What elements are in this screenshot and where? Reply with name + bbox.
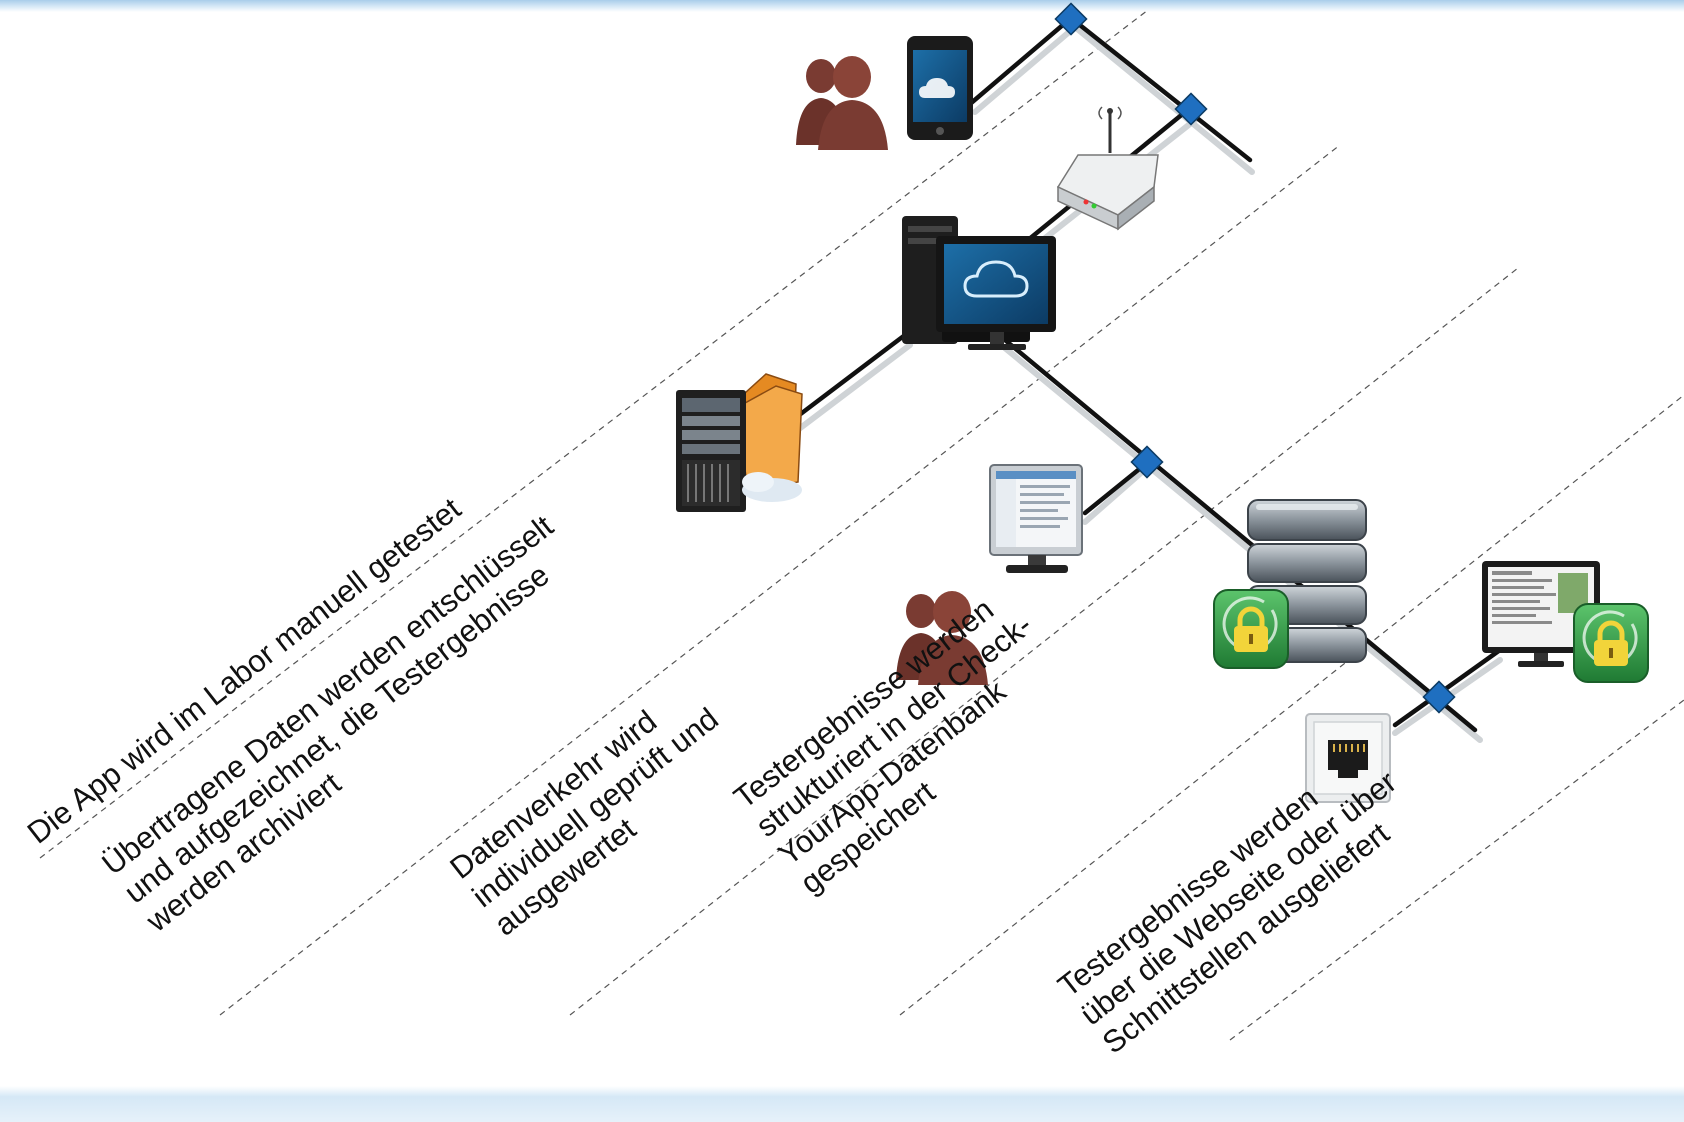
separator-line-2 bbox=[219, 144, 1341, 1016]
server-archive-icon bbox=[676, 373, 803, 512]
lock-icon bbox=[1213, 589, 1289, 669]
junction-node bbox=[1130, 445, 1164, 479]
router-icon bbox=[1056, 106, 1159, 231]
step-label-line: über die Webseite oder über bbox=[1074, 764, 1403, 1032]
link-pc-database bbox=[1002, 337, 1478, 733]
monitor-icon bbox=[989, 464, 1083, 573]
step-labels: Die App wird im Labor manuell getestet Ü… bbox=[21, 491, 1425, 1061]
step-label-line: individuell geprüft und bbox=[466, 701, 725, 914]
connection-lines bbox=[787, 15, 1503, 733]
link-port-monitor bbox=[1392, 647, 1503, 728]
separator-line-1 bbox=[39, 9, 1149, 859]
separator-lines bbox=[39, 9, 1684, 1041]
bottom-band bbox=[0, 1086, 1684, 1122]
junction-nodes bbox=[1054, 2, 1456, 714]
link-phone-node bbox=[967, 15, 1074, 107]
connection-shadows bbox=[792, 24, 1503, 743]
step-label: Datenverkehr wirdindividuell geprüft und… bbox=[443, 673, 747, 943]
top-band bbox=[0, 0, 1684, 12]
junction-node bbox=[1174, 92, 1208, 126]
smartphone-icon bbox=[907, 36, 973, 140]
desktop-computer-icon bbox=[902, 216, 1056, 350]
junction-node bbox=[1054, 2, 1088, 36]
lock-icon bbox=[1573, 603, 1649, 683]
users-icon bbox=[896, 591, 988, 685]
separator-line-3 bbox=[569, 267, 1519, 1016]
junction-node bbox=[1422, 680, 1456, 714]
step-label: Testergebnisse werdenüber die Webseite o… bbox=[1051, 736, 1425, 1061]
step-label: Testergebnisse werdenstrukturiert in der… bbox=[727, 579, 1082, 901]
separator-line-4 bbox=[899, 394, 1684, 1016]
users-icon bbox=[796, 56, 888, 150]
link-archive-pc bbox=[787, 332, 908, 425]
link-monitor-node bbox=[1082, 459, 1151, 516]
network-port-icon bbox=[1305, 713, 1391, 803]
link-backbone-top bbox=[1068, 15, 1253, 163]
